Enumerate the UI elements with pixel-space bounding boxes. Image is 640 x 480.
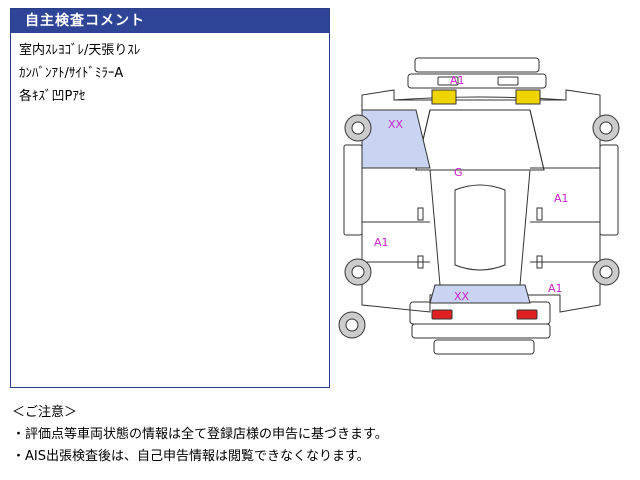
hood-damage-panel [361, 109, 431, 169]
wheels [338, 114, 620, 339]
label-rear: XX [454, 290, 470, 303]
comment-line: 各ｷｽﾞ凹Pｱｾ [19, 89, 86, 104]
left-door-handle-front [417, 207, 424, 221]
right-door-handle-front [536, 207, 543, 221]
label-right-rear: A1 [548, 282, 563, 295]
comment-line: 室内ｽﾚﾖｺﾞﾚ/天張りｽﾚ [19, 43, 141, 58]
notes-section: ＜ご注意＞ ・評価点等車両状態の情報は全て登録店様の申告に基づきます。 ・AIS… [12, 402, 388, 468]
label-right-front-door: A1 [554, 192, 569, 205]
label-hood: XX [388, 118, 404, 131]
label-front-bumper: A1 [450, 74, 465, 87]
front-left-yellow-lamp [431, 89, 457, 105]
comment-line: ｶﾝﾊﾞﾝｱﾄ/ｻｲﾄﾞﾐﾗｰA [19, 66, 124, 81]
front-grille-outline [407, 73, 547, 89]
car-condition-diagram: A1 XX G A1 A1 XX A1 [338, 57, 620, 355]
comment-lines: 室内ｽﾚﾖｺﾞﾚ/天張りｽﾚ ｶﾝﾊﾞﾝｱﾄ/ｻｲﾄﾞﾐﾗｰA 各ｷｽﾞ凹Pｱｾ [11, 33, 329, 108]
note-item: ・評価点等車両状態の情報は全て登録店様の申告に基づきます。 [12, 427, 388, 442]
rear-right-red-lamp [516, 309, 538, 320]
note-item: ・AIS出張検査後は、自己申告情報は閲覧できなくなります。 [12, 449, 370, 464]
left-mirror-outline [343, 144, 363, 236]
hood-edge [393, 96, 567, 101]
inspection-comment-title: 自主検査コメント [11, 9, 329, 33]
notes-heading: ＜ご注意＞ [12, 405, 78, 420]
front-right-yellow-lamp [515, 89, 541, 105]
right-door-handle-rear [536, 255, 543, 269]
left-door-handle-rear [417, 255, 424, 269]
front-windshield [415, 109, 545, 171]
rear-step-outline [433, 339, 535, 355]
cabin-roof [429, 169, 531, 286]
sunroof [454, 184, 506, 271]
label-left-side: A1 [374, 236, 389, 249]
rear-left-red-lamp [431, 309, 453, 320]
rear-lower-outline [411, 323, 551, 339]
front-bumper-top-outline [414, 57, 540, 73]
front-marker-left [437, 76, 459, 86]
right-a-pillar [529, 109, 545, 171]
inspection-comment-panel: 自主検査コメント 室内ｽﾚﾖｺﾞﾚ/天張りｽﾚ ｶﾝﾊﾞﾝｱﾄ/ｻｲﾄﾞﾐﾗｰA… [10, 8, 330, 388]
front-marker-right [497, 76, 519, 86]
label-roof: G [454, 166, 463, 179]
right-mirror-outline [599, 144, 619, 236]
rear-damage-panel [429, 284, 531, 304]
